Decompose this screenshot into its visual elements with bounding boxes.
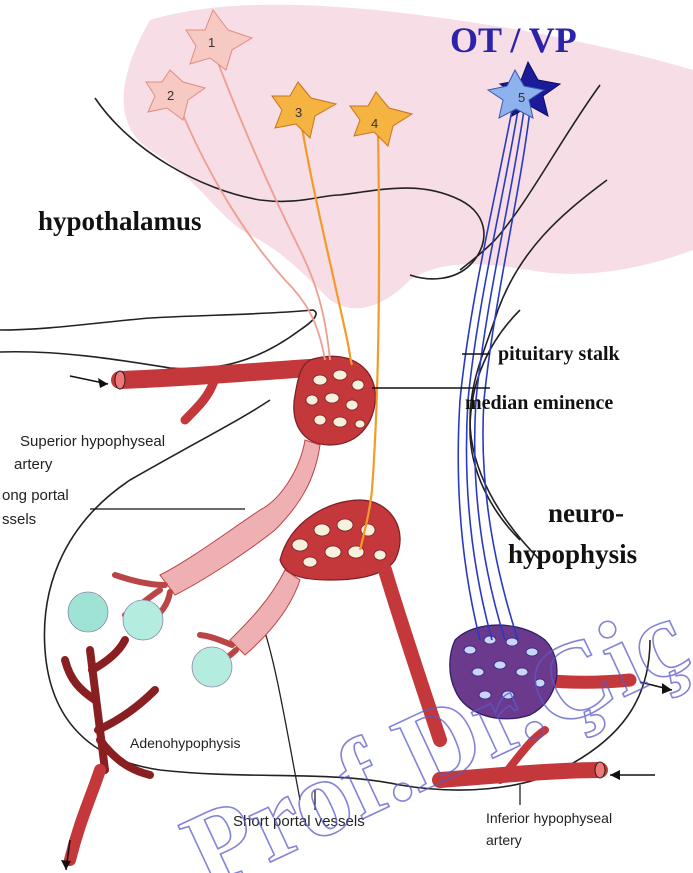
label-adenohypophysis: Adenohypophysis	[130, 735, 241, 751]
ot-vp-title: OT / VP	[450, 20, 577, 60]
arrow-head-inferior	[610, 770, 620, 780]
superior-artery-end	[115, 371, 125, 389]
adenohypophysis-tree	[65, 640, 155, 775]
stalk-outline-left	[0, 310, 316, 369]
label-long-portal-1: ong portal	[2, 487, 69, 504]
label-pituitary-stalk: pituitary stalk	[498, 343, 621, 365]
label-inferior-artery-2: artery	[486, 832, 522, 848]
neuron-number-1: 1	[208, 35, 215, 50]
neuron-number-2: 2	[167, 88, 174, 103]
label-neurohypophysis-1: neuro-	[548, 498, 624, 528]
label-hypothalamus: hypothalamus	[38, 206, 202, 236]
label-superior-artery-1: Superior hypophyseal	[20, 433, 165, 450]
neuron-number-3: 3	[295, 105, 302, 120]
neuron-number-4: 4	[371, 116, 378, 131]
short-portal-vessels	[230, 570, 300, 655]
inferior-artery-end	[595, 762, 605, 778]
label-superior-artery-2: artery	[14, 456, 53, 473]
adenohypophysis-vessel-left	[70, 770, 100, 860]
label-neurohypophysis-2: hypophysis	[508, 539, 637, 569]
watermark: Prof.Dr.Çiç	[165, 576, 693, 873]
label-long-portal-2: ssels	[2, 511, 36, 528]
label-inferior-artery-1: Inferior hypophyseal	[486, 810, 612, 826]
label-median-eminence: median eminence	[465, 392, 613, 414]
neuron-number-5: 5	[518, 90, 525, 105]
